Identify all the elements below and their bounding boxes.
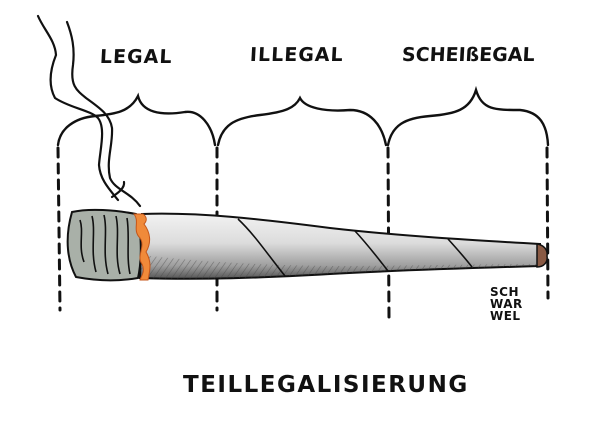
brace-icons xyxy=(56,85,550,147)
signature-line-3: WEL xyxy=(490,309,521,323)
artist-signature: SCH WAR WEL xyxy=(490,286,523,322)
ash-end xyxy=(66,208,151,282)
joint-body xyxy=(138,212,548,280)
segment-label-scheissegal: SCHEIßEGAL xyxy=(401,44,536,66)
segment-label-legal: LEGAL xyxy=(99,46,174,68)
signature-line-1: SCH xyxy=(490,285,519,299)
cartoon-title: TEILLEGALISIERUNG xyxy=(183,372,469,398)
segment-label-illegal: ILLEGAL xyxy=(249,44,345,66)
smoke-icon xyxy=(36,14,142,208)
signature-line-2: WAR xyxy=(490,297,523,311)
